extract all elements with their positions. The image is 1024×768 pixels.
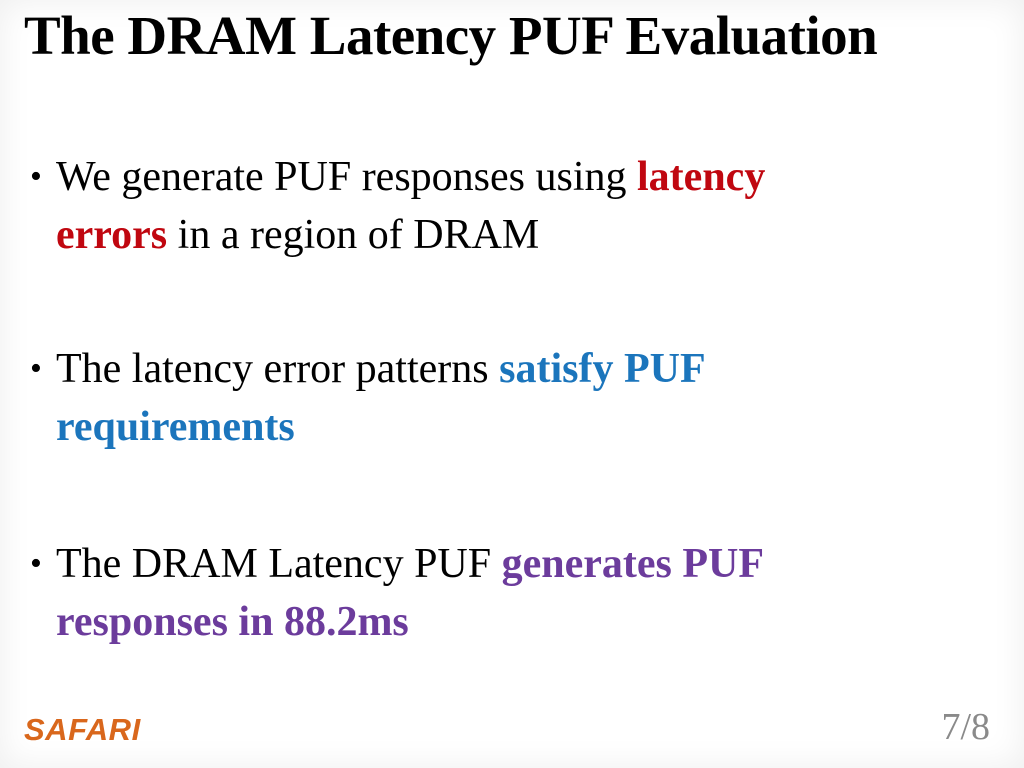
slide-title: The DRAM Latency PUF Evaluation — [24, 5, 878, 66]
bullet-line: We generate PUF responses using latency — [56, 148, 988, 206]
bullet-content: We generate PUF responses using latency … — [56, 148, 988, 264]
bullet-marker: • — [30, 350, 42, 387]
bullet-marker: • — [30, 158, 42, 195]
bullet-line: errors in a region of DRAM — [56, 206, 988, 264]
text-segment: in a region of DRAM — [167, 212, 540, 258]
page-number: 7/8 — [941, 706, 990, 748]
text-segment-emphasis: requirements — [56, 404, 295, 450]
text-segment: The DRAM Latency PUF — [56, 541, 502, 587]
text-segment-emphasis: errors — [56, 212, 168, 258]
bullet-line: The DRAM Latency PUF generates PUF — [56, 535, 988, 593]
text-segment: We generate PUF responses using — [56, 154, 638, 200]
bullet-content: The latency error patterns satisfy PUF r… — [56, 340, 988, 456]
bullet-line: responses in 88.2ms — [56, 593, 988, 651]
safari-logo: SAFARI — [24, 712, 141, 747]
bullet-line: requirements — [56, 398, 988, 456]
bullet-content: The DRAM Latency PUF generates PUF respo… — [56, 535, 988, 651]
bullet-item: • The DRAM Latency PUF generates PUF res… — [28, 535, 988, 651]
text-segment-emphasis: generates PUF — [501, 541, 765, 587]
text-segment-emphasis: responses in 88.2ms — [56, 599, 409, 645]
bullet-item: • We generate PUF responses using latenc… — [28, 148, 988, 264]
text-segment: The latency error patterns — [56, 346, 500, 392]
bullet-marker: • — [30, 545, 42, 582]
bullet-item: • The latency error patterns satisfy PUF… — [28, 340, 988, 456]
bullet-line: The latency error patterns satisfy PUF — [56, 340, 988, 398]
text-segment-emphasis: latency — [637, 154, 766, 200]
text-segment-emphasis: satisfy PUF — [499, 346, 706, 392]
